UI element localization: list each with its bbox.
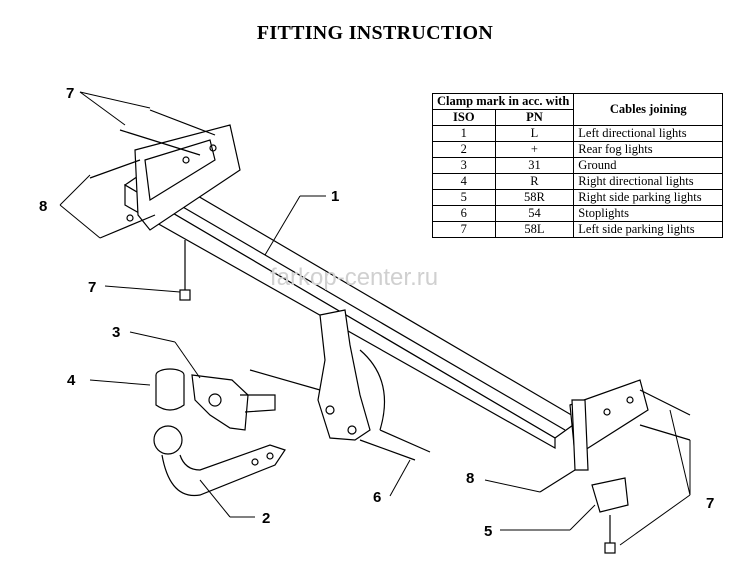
- callout-6: 6: [373, 489, 381, 506]
- right-mounting-bracket: [569, 379, 649, 471]
- cables-joining-table: Clamp mark in acc. with Cables joining I…: [431, 93, 724, 238]
- iso-cell: 5: [432, 189, 496, 206]
- callout-4: 4: [67, 372, 76, 389]
- description-cell: Right directional lights: [573, 173, 724, 190]
- description-cell: Right side parking lights: [573, 189, 724, 206]
- socket-bracket: [191, 374, 276, 431]
- pn-cell: R: [494, 173, 575, 190]
- description-cell: Left side parking lights: [573, 221, 724, 238]
- socket-holder: [591, 477, 629, 554]
- iso-cell: 6: [432, 205, 496, 222]
- callout-7-mid: 7: [88, 279, 96, 296]
- description-cell: Stoplights: [573, 205, 724, 222]
- table-row: 7 58L Left side parking lights: [432, 221, 724, 238]
- ball-mount-plate: [317, 309, 386, 441]
- callout-8-left: 8: [39, 198, 47, 215]
- callout-2: 2: [262, 510, 270, 527]
- page-title: FITTING INSTRUCTION: [256, 22, 494, 44]
- iso-cell: 2: [432, 141, 496, 158]
- table-row: 5 58R Right side parking lights: [432, 189, 724, 206]
- callout-1: 1: [331, 188, 339, 205]
- pn-column-header: PN: [494, 109, 575, 126]
- table-row: 6 54 Stoplights: [432, 205, 724, 222]
- bolts: [89, 109, 691, 493]
- table-row: 1 L Left directional lights: [432, 125, 724, 142]
- cables-joining-header: Cables joining: [573, 93, 724, 126]
- clamp-mark-header: Clamp mark in acc. with: [431, 93, 575, 110]
- iso-cell: 4: [432, 173, 496, 190]
- iso-column-header: ISO: [432, 109, 496, 126]
- ball-cap: [155, 368, 185, 411]
- pn-cell: L: [494, 125, 575, 142]
- left-mounting-bracket: [126, 124, 241, 231]
- pn-cell: 54: [494, 205, 575, 222]
- table-row: 3 31 Ground: [432, 157, 724, 174]
- pn-cell: 58R: [494, 189, 575, 206]
- description-cell: Rear fog lights: [573, 141, 724, 158]
- iso-cell: 1: [432, 125, 496, 142]
- callout-7-right: 7: [706, 495, 714, 512]
- iso-cell: 3: [432, 157, 496, 174]
- description-cell: Ground: [573, 157, 724, 174]
- callout-5: 5: [484, 523, 492, 540]
- callout-8-right: 8: [466, 470, 474, 487]
- pn-cell: 31: [494, 157, 575, 174]
- callout-3: 3: [112, 324, 120, 341]
- iso-cell: 7: [432, 221, 496, 238]
- table-row: 4 R Right directional lights: [432, 173, 724, 190]
- pn-cell: 58L: [494, 221, 575, 238]
- tow-ball-neck: [153, 425, 286, 497]
- description-cell: Left directional lights: [573, 125, 724, 142]
- pn-cell: +: [494, 141, 575, 158]
- leader-lines: [59, 91, 691, 546]
- watermark: farkop-center.ru: [270, 264, 438, 291]
- table-row: 2 + Rear fog lights: [432, 141, 724, 158]
- callout-7-top: 7: [66, 85, 74, 102]
